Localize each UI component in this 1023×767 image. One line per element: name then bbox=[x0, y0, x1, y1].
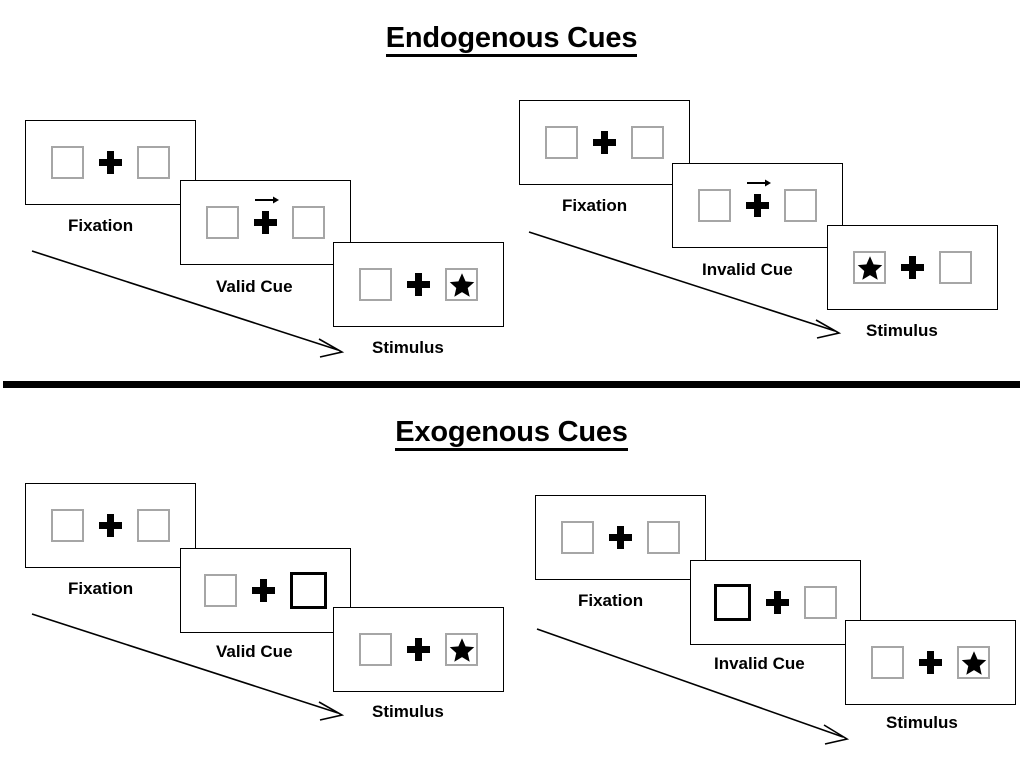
left-box bbox=[206, 206, 239, 239]
panel-content bbox=[828, 226, 997, 309]
fixation-cross-icon bbox=[746, 179, 771, 217]
panel-content bbox=[26, 484, 195, 567]
panel-endogenous-valid-stimulus bbox=[333, 242, 504, 327]
panel-exogenous-invalid-fixation bbox=[535, 495, 706, 580]
panel-endogenous-invalid-cue bbox=[672, 163, 843, 248]
right-box bbox=[957, 646, 990, 679]
panel-label-exogenous-invalid-fixation: Fixation bbox=[578, 591, 644, 610]
right-box bbox=[647, 521, 680, 554]
panel-content bbox=[181, 549, 350, 632]
section-title-exogenous: Exogenous Cues bbox=[0, 416, 1023, 452]
left-box bbox=[853, 251, 886, 284]
left-box bbox=[698, 189, 731, 222]
panel-content bbox=[846, 621, 1015, 704]
panel-endogenous-valid-cue bbox=[180, 180, 351, 265]
left-box-cued bbox=[714, 584, 751, 621]
time-arrow-exogenous-valid bbox=[31, 613, 345, 721]
left-box bbox=[51, 509, 84, 542]
panel-endogenous-valid-fixation bbox=[25, 120, 196, 205]
left-box bbox=[204, 574, 237, 607]
left-box bbox=[359, 268, 392, 301]
panel-exogenous-valid-stimulus bbox=[333, 607, 504, 692]
right-box bbox=[631, 126, 664, 159]
panel-label-endogenous-invalid-stimulus: Stimulus bbox=[866, 321, 938, 340]
right-box bbox=[137, 146, 170, 179]
right-box bbox=[445, 633, 478, 666]
left-box bbox=[51, 146, 84, 179]
fixation-cross-icon bbox=[254, 196, 279, 234]
panel-content bbox=[673, 164, 842, 247]
panel-content bbox=[334, 243, 503, 326]
panel-endogenous-invalid-stimulus bbox=[827, 225, 998, 310]
left-box bbox=[871, 646, 904, 679]
panel-exogenous-invalid-cue bbox=[690, 560, 861, 645]
panel-content bbox=[26, 121, 195, 204]
section-divider bbox=[3, 381, 1020, 388]
fixation-cross-icon bbox=[609, 526, 632, 549]
star-icon bbox=[449, 637, 474, 662]
panel-label-exogenous-invalid-cue: Invalid Cue bbox=[714, 654, 805, 673]
panel-content bbox=[536, 496, 705, 579]
cue-arrow-right-icon bbox=[747, 179, 771, 187]
fixation-cross-icon bbox=[99, 514, 122, 537]
right-box bbox=[804, 586, 837, 619]
panel-content bbox=[334, 608, 503, 691]
panel-label-endogenous-valid-fixation: Fixation bbox=[68, 216, 134, 235]
panel-content bbox=[520, 101, 689, 184]
panel-exogenous-valid-fixation bbox=[25, 483, 196, 568]
fixation-cross-icon bbox=[99, 151, 122, 174]
panel-endogenous-invalid-fixation bbox=[519, 100, 690, 185]
panel-content bbox=[691, 561, 860, 644]
fixation-cross-icon bbox=[919, 651, 942, 674]
panel-content bbox=[181, 181, 350, 264]
fixation-cross-icon bbox=[593, 131, 616, 154]
panel-label-exogenous-valid-fixation: Fixation bbox=[68, 579, 134, 598]
fixation-cross-icon bbox=[407, 638, 430, 661]
fixation-cross-icon bbox=[252, 579, 275, 602]
right-box bbox=[137, 509, 170, 542]
time-arrow-endogenous-invalid bbox=[528, 231, 842, 339]
panel-label-endogenous-valid-cue: Valid Cue bbox=[216, 277, 293, 296]
fixation-cross-icon bbox=[766, 591, 789, 614]
section-title-endogenous: Endogenous Cues bbox=[0, 22, 1023, 58]
cue-arrow-right-icon bbox=[255, 196, 279, 204]
right-box bbox=[939, 251, 972, 284]
section-title-endogenous-text: Endogenous Cues bbox=[385, 23, 637, 58]
panel-label-exogenous-valid-stimulus: Stimulus bbox=[372, 702, 444, 721]
panel-label-exogenous-invalid-stimulus: Stimulus bbox=[886, 713, 958, 732]
panel-exogenous-valid-cue bbox=[180, 548, 351, 633]
right-box bbox=[292, 206, 325, 239]
star-icon bbox=[961, 650, 986, 675]
left-box bbox=[561, 521, 594, 554]
panel-label-endogenous-invalid-fixation: Fixation bbox=[562, 196, 628, 215]
panel-label-exogenous-valid-cue: Valid Cue bbox=[216, 642, 293, 661]
time-arrow-exogenous-invalid bbox=[536, 628, 850, 745]
section-title-exogenous-text: Exogenous Cues bbox=[395, 417, 628, 452]
panel-exogenous-invalid-stimulus bbox=[845, 620, 1016, 705]
left-box bbox=[359, 633, 392, 666]
star-icon bbox=[449, 272, 474, 297]
panel-label-endogenous-invalid-cue: Invalid Cue bbox=[702, 260, 793, 279]
panel-label-endogenous-valid-stimulus: Stimulus bbox=[372, 338, 444, 357]
left-box bbox=[545, 126, 578, 159]
right-box-cued bbox=[290, 572, 327, 609]
time-arrow-endogenous-valid bbox=[31, 250, 345, 358]
right-box bbox=[445, 268, 478, 301]
fixation-cross-icon bbox=[901, 256, 924, 279]
star-icon bbox=[857, 255, 882, 280]
fixation-cross-icon bbox=[407, 273, 430, 296]
right-box bbox=[784, 189, 817, 222]
